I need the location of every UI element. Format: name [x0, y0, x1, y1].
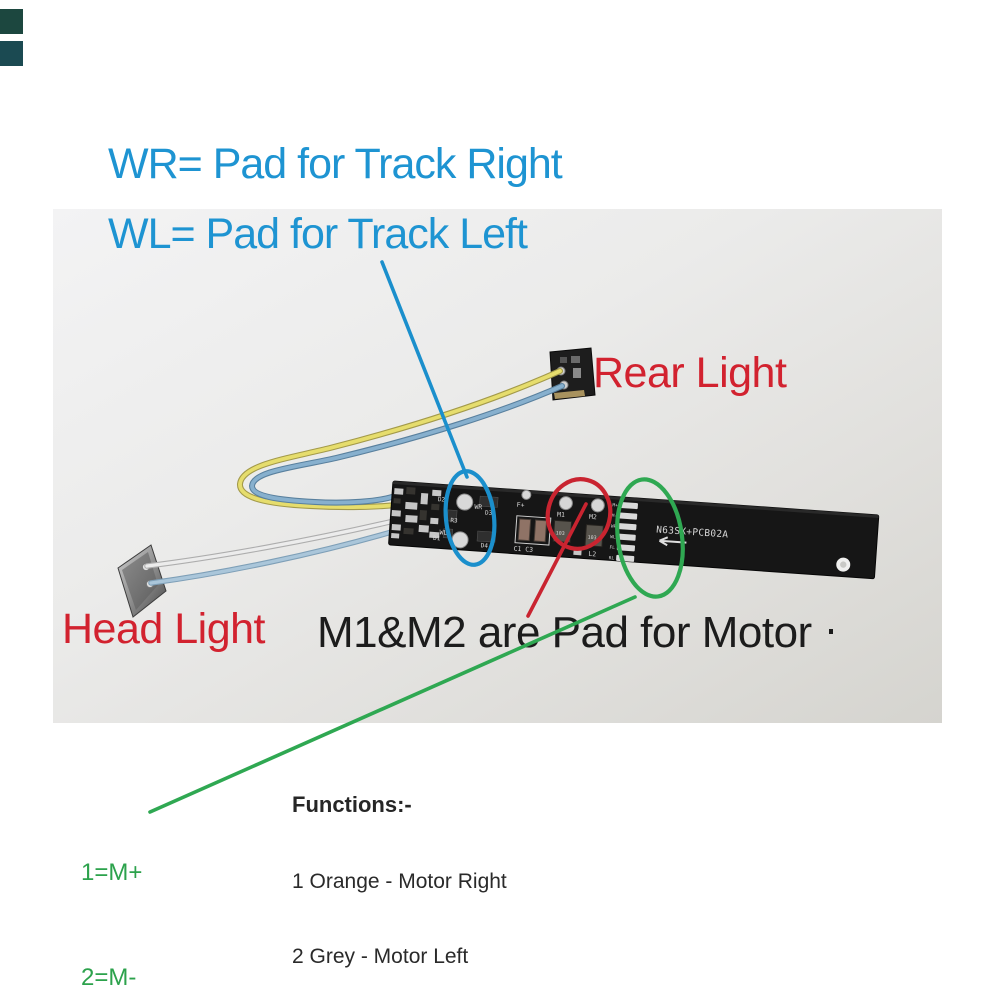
pcb-model-number: N63SX+PCB02A	[656, 524, 729, 540]
white-wire	[145, 519, 396, 568]
pin-map-item: 2=M-	[81, 964, 137, 991]
silkscreen-m1: M1	[557, 511, 565, 520]
corner-mark-top	[0, 9, 23, 34]
wr-pad	[456, 493, 474, 511]
resistor-value: 103	[587, 535, 596, 542]
resistor-value: 103	[556, 530, 565, 537]
m1-pad	[558, 496, 573, 511]
silkscreen-r3: R3	[450, 517, 458, 525]
pin-map-list: 1=M+ 2=M- 3=WR 4=WL 5=FL 6=RL	[81, 785, 148, 1000]
yellow-wire	[238, 369, 562, 509]
silkscreen-d3: D3	[485, 510, 493, 518]
capacitor	[533, 519, 548, 543]
label-head-light: Head Light	[62, 605, 266, 653]
label-motor-note: M1&M2 are Pad for Motor	[317, 608, 812, 657]
smd-components	[391, 486, 582, 556]
silkscreen-d4: D4	[480, 542, 488, 550]
solder-connector-pads: M+ M- WR WL FL RL	[609, 501, 638, 562]
silkscreen-wl: WL	[439, 528, 447, 537]
silkscreen-f-plus: F+	[516, 501, 524, 510]
pin-map-item: 1=M+	[81, 859, 143, 886]
light-blue-wire	[148, 528, 398, 586]
pin-label: M-	[611, 513, 617, 519]
photo-background	[53, 209, 942, 723]
label-rear-light: Rear Light	[593, 349, 787, 397]
functions-title: Functions:-	[292, 792, 412, 817]
green-circle-connector	[615, 477, 685, 599]
corner-mark-bottom	[0, 41, 23, 66]
f-plus-pad	[521, 489, 532, 500]
pin-label: WR	[611, 524, 617, 530]
heading-wl: WL= Pad for Track Left	[108, 210, 528, 258]
functions-item: 2 Grey - Motor Left	[292, 945, 469, 968]
pin-label: RL	[609, 555, 615, 561]
silkscreen-c1-c3: C1 C3	[513, 545, 533, 554]
red-circle-m1-m2	[545, 477, 613, 551]
capacitor	[517, 518, 532, 542]
silkscreen-d2: D2	[438, 496, 446, 504]
blue-wire	[250, 384, 564, 505]
pin-label: WL	[610, 534, 616, 540]
silkscreen-m2: M2	[589, 513, 597, 522]
light-blue-wire	[149, 529, 397, 585]
annotation-overlay	[148, 260, 685, 814]
functions-item: 1 Orange - Motor Right	[292, 870, 507, 893]
heading-wr: WR= Pad for Track Right	[108, 140, 563, 188]
blue-circle-wr-wl	[443, 469, 497, 567]
pin-label: M+	[612, 502, 618, 508]
blue-pointer-line	[380, 260, 469, 479]
m2-pad	[590, 498, 605, 513]
decoder-pcb: D2 WR D3 R3 D1 WL D4 F+ C1 C3 M1 103 M2 …	[388, 480, 880, 580]
photo-speck	[829, 629, 833, 634]
silkscreen-l2: L2	[588, 550, 596, 559]
mounting-hole-center	[840, 561, 847, 568]
wires	[144, 368, 565, 586]
silkscreen-wr: WR	[474, 503, 482, 512]
red-pointer-line	[526, 502, 588, 618]
green-pointer-line	[148, 595, 637, 814]
silkscreen-d1: D1	[433, 535, 441, 543]
functions-list: 1 Orange - Motor Right 2 Grey - Motor Le…	[292, 819, 739, 1000]
pin-label: FL	[609, 545, 615, 551]
